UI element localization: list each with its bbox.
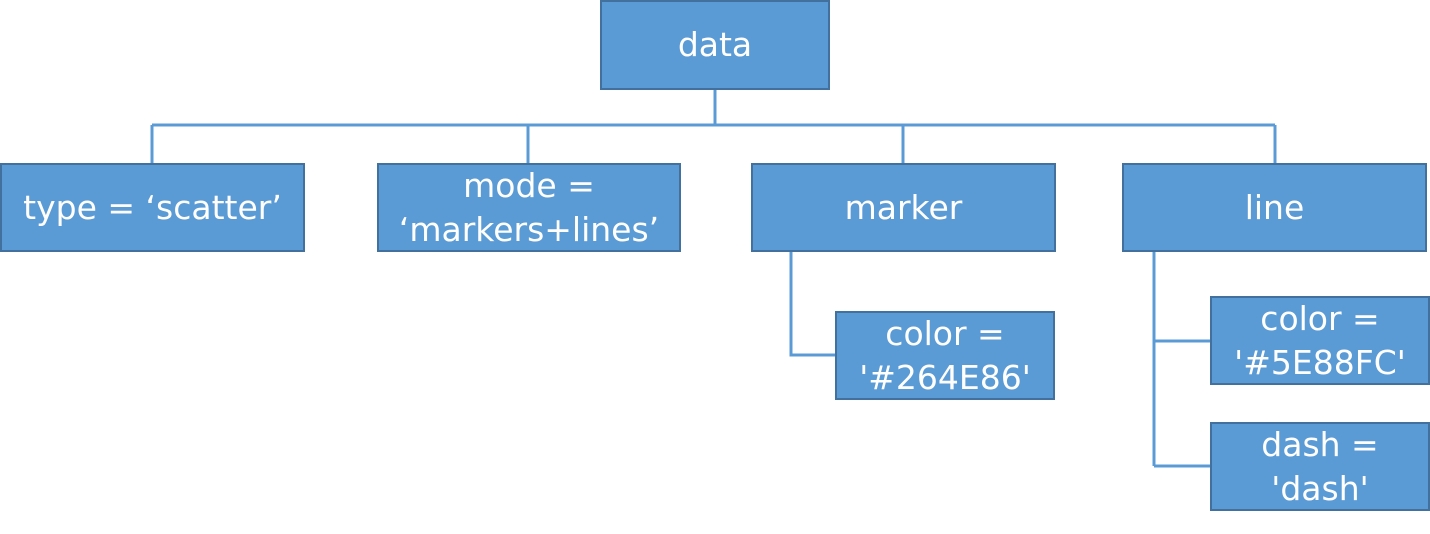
node-mode-label-line2: ‘markers+lines’	[398, 209, 660, 249]
node-line-label: line	[1244, 187, 1305, 227]
node-data-label: data	[677, 25, 753, 64]
node-line: line	[1122, 163, 1427, 252]
node-line-dash-label-line1: dash =	[1261, 424, 1379, 464]
node-type-label: type = ‘scatter’	[23, 187, 282, 227]
node-marker-label: marker	[844, 187, 963, 227]
node-marker-color-label-line2: '#264E86'	[859, 357, 1031, 397]
node-marker-color: color = '#264E86'	[835, 311, 1055, 400]
node-line-color-label-line2: '#5E88FC'	[1234, 342, 1406, 382]
connector-marker-color	[789, 251, 836, 357]
node-marker-color-label-line1: color =	[885, 313, 1005, 353]
node-mode-label-line1: mode =	[463, 165, 595, 205]
node-line-dash: dash = 'dash'	[1210, 422, 1430, 511]
node-line-color-label-line1: color =	[1260, 298, 1380, 338]
node-type: type = ‘scatter’	[0, 163, 305, 252]
node-data: data	[600, 0, 830, 90]
node-line-color: color = '#5E88FC'	[1210, 296, 1430, 385]
node-line-dash-label-line2: 'dash'	[1271, 468, 1369, 508]
node-mode: mode = ‘markers+lines’	[377, 163, 681, 252]
node-marker: marker	[751, 163, 1056, 252]
